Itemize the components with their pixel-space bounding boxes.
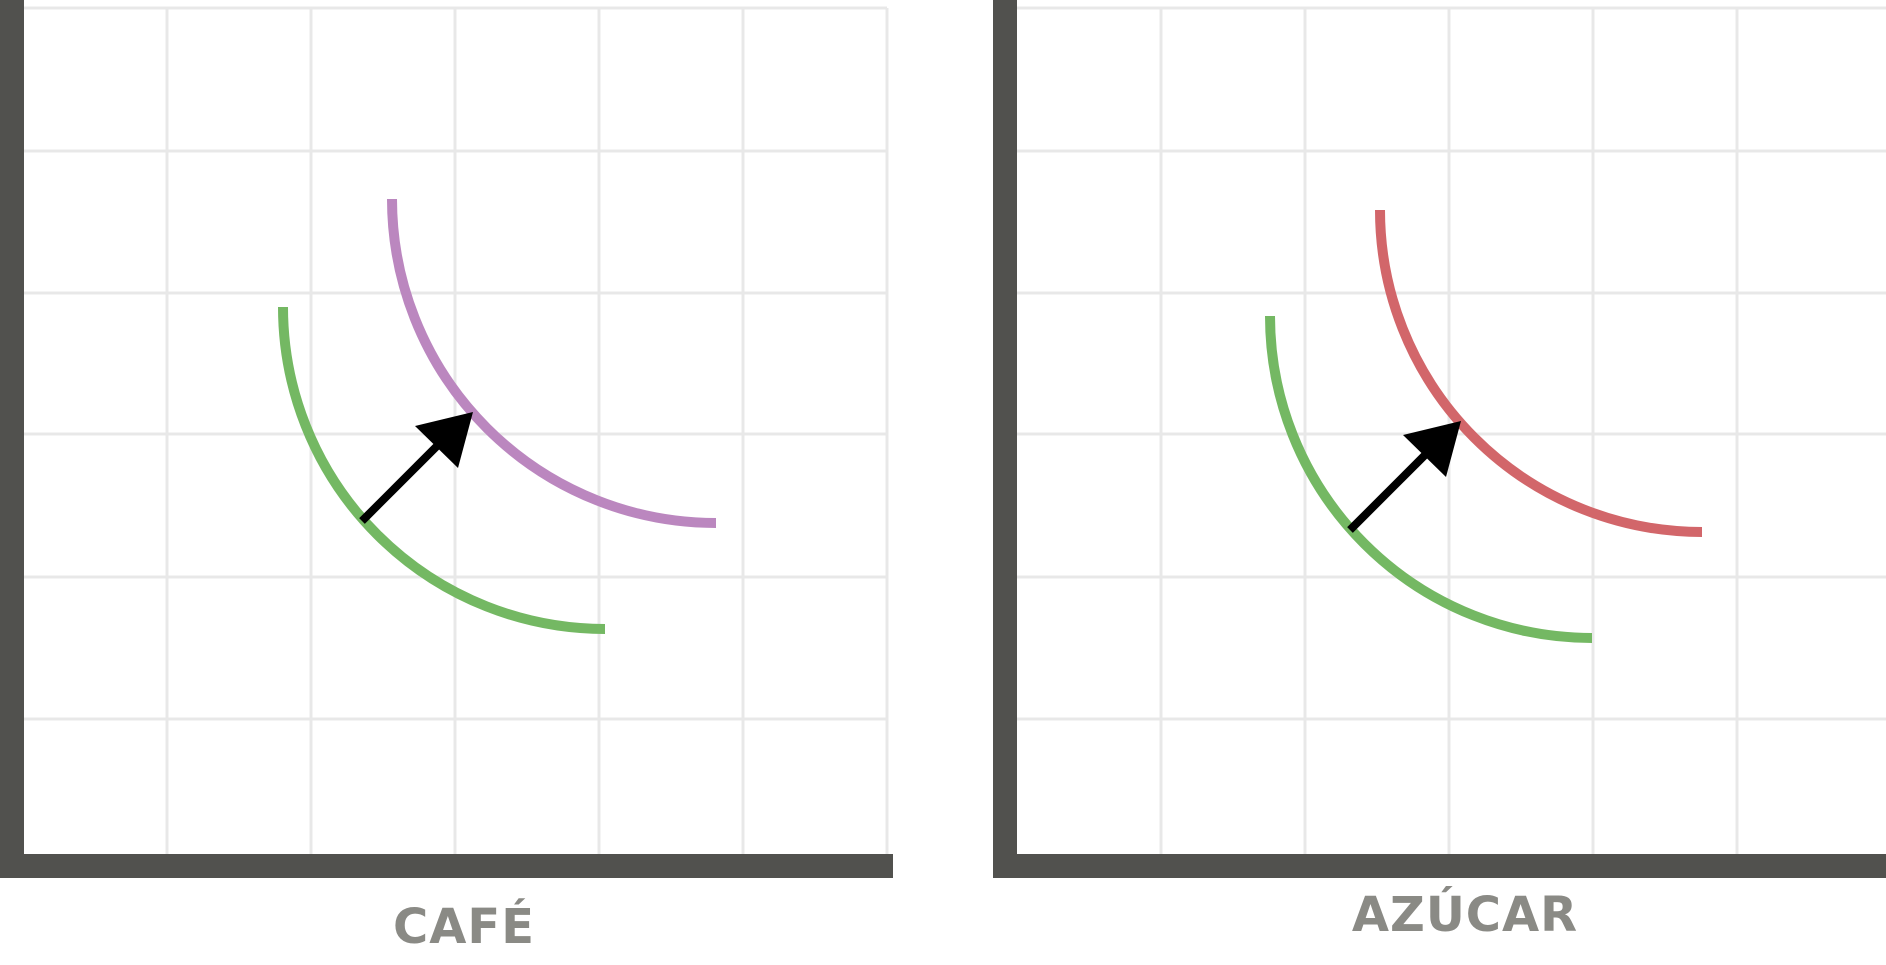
right-panel xyxy=(993,0,1886,878)
left-curve-upper xyxy=(387,198,717,528)
right-curve-upper xyxy=(1375,209,1703,537)
right-shift-arrow xyxy=(1347,421,1461,533)
panel-label-azucar: AZÚCAR xyxy=(1351,887,1579,943)
right-y-axis xyxy=(993,0,1017,878)
left-shift-arrow xyxy=(359,412,473,524)
panel-label-cafe: CAFÉ xyxy=(393,899,535,955)
left-panel xyxy=(0,0,893,878)
left-axes xyxy=(0,0,893,878)
left-grid xyxy=(12,6,889,856)
left-x-axis xyxy=(0,854,893,878)
right-axes xyxy=(993,0,1886,878)
right-curve-lower xyxy=(1265,315,1593,643)
left-curve-lower xyxy=(278,306,606,634)
right-x-axis xyxy=(993,854,1886,878)
left-y-axis xyxy=(0,0,24,878)
